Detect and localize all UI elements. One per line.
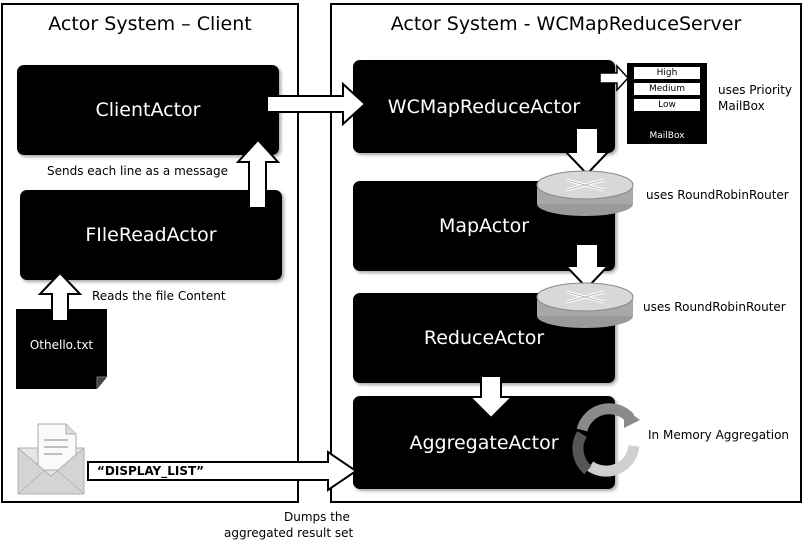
arrow-display-list — [87, 450, 358, 492]
client-panel-title: Actor System – Client — [48, 13, 252, 35]
down-arrow-wc-to-router — [563, 127, 611, 176]
priority-mailbox: High Medium Low MailBox — [627, 63, 707, 144]
router-icon — [536, 170, 634, 216]
mailbox-low: Low — [633, 98, 701, 112]
sends-each-line-note: Sends each line as a message — [47, 164, 229, 178]
reads-file-content-note: Reads the file Content — [92, 289, 226, 303]
arrow-client-to-server — [266, 81, 367, 127]
dumps-note-line2: aggregated result set — [224, 526, 354, 540]
file-icon — [16, 309, 107, 389]
mailbox-medium: Medium — [633, 82, 701, 96]
down-arrow-reduce-to-aggregate — [467, 375, 515, 420]
aggregation-note: In Memory Aggregation — [648, 428, 790, 442]
router-note-2: uses RoundRobinRouter — [643, 300, 786, 314]
wc-mapreduce-actor-box: WCMapReduceActor — [353, 60, 615, 153]
client-actor-label: ClientActor — [95, 99, 201, 121]
display-list-message: “DISPLAY_LIST” — [97, 464, 205, 478]
envelope-icon — [17, 423, 85, 495]
router-icon — [536, 282, 634, 328]
priority-mailbox-note-line1: uses Priority — [718, 83, 793, 97]
file-read-actor-label: FIleReadActor — [85, 224, 217, 246]
router-note-1: uses RoundRobinRouter — [646, 188, 789, 202]
mailbox-label: MailBox — [649, 131, 685, 141]
client-actor-box: ClientActor — [17, 65, 279, 155]
wc-mapreduce-actor-label: WCMapReduceActor — [387, 95, 581, 118]
arrow-to-mailbox — [599, 64, 630, 92]
server-panel-title: Actor System - WCMapReduceServer — [390, 13, 742, 35]
up-arrow-reader-to-client — [235, 138, 281, 209]
map-actor-label: MapActor — [438, 215, 530, 237]
dumps-note-line1: Dumps the — [284, 510, 350, 524]
mailbox-high: High — [633, 66, 701, 80]
othello-file-label: Othello.txt — [29, 338, 94, 352]
aggregate-actor-label: AggregateActor — [409, 431, 559, 454]
cycle-icon — [572, 403, 640, 477]
up-arrow-file-to-reader — [37, 271, 83, 322]
priority-mailbox-note-line2: MailBox — [718, 99, 765, 113]
reduce-actor-label: ReduceActor — [423, 327, 545, 349]
file-read-actor-box: FIleReadActor — [20, 190, 282, 280]
down-arrow-map-to-router — [563, 243, 611, 290]
